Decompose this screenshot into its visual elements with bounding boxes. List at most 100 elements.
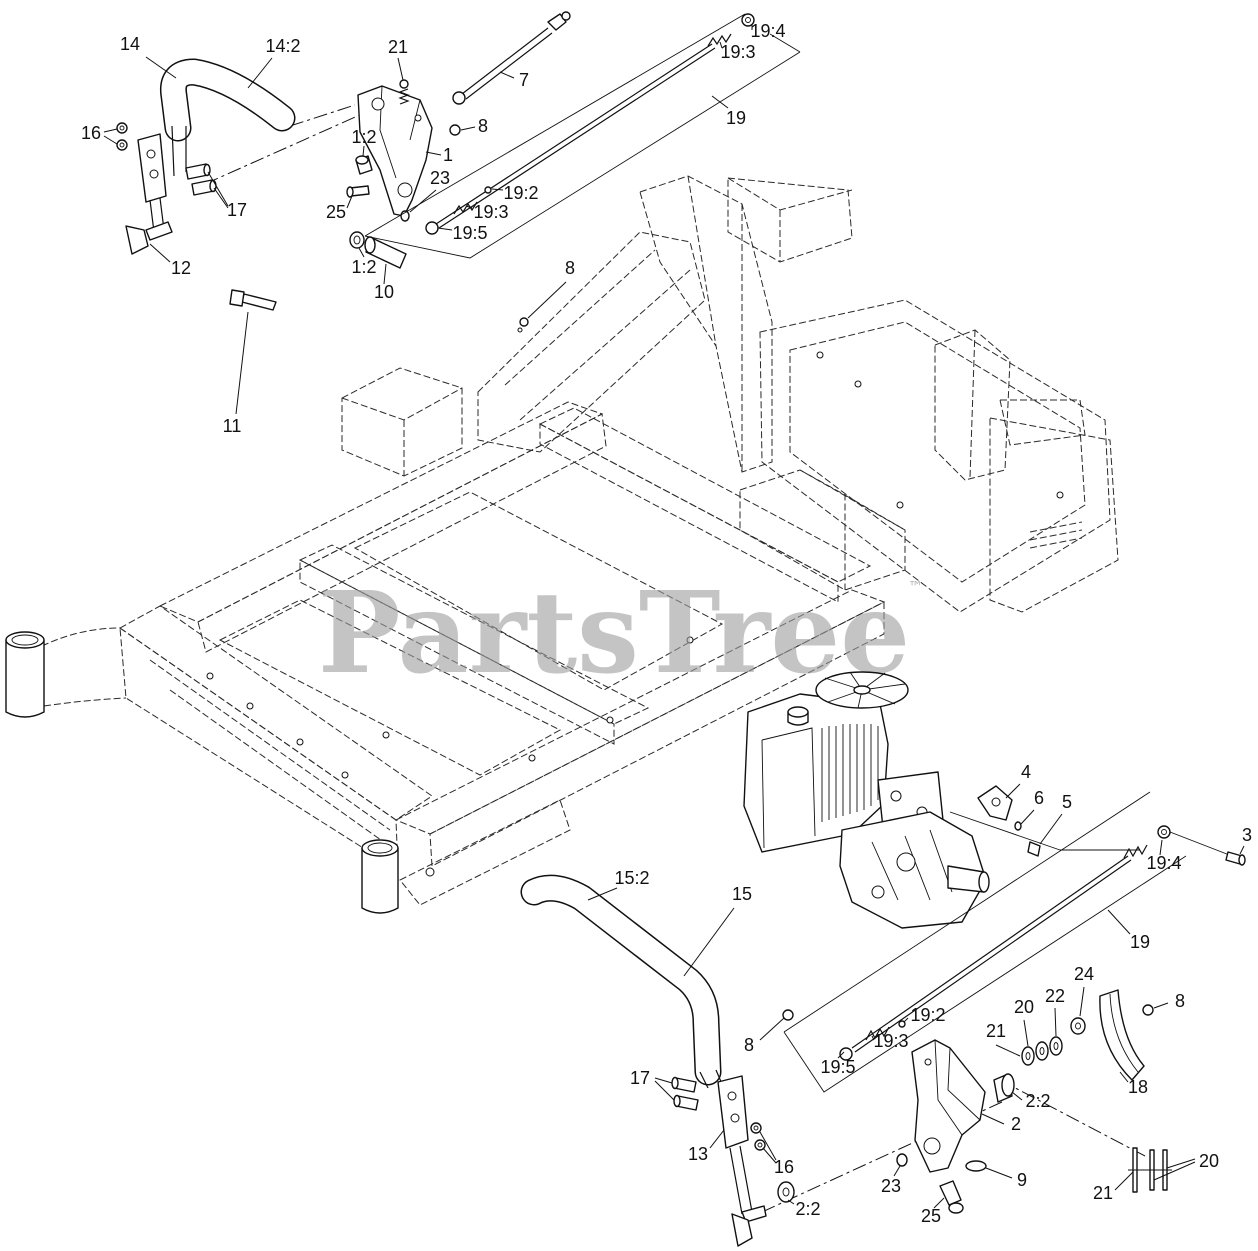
leader-line	[981, 1113, 1005, 1125]
rear-top-box	[727, 177, 853, 263]
callout-label: 20	[1014, 997, 1034, 1017]
callout-label: 14	[120, 34, 140, 54]
callout-label: 8	[1175, 991, 1185, 1011]
control-rod-7	[452, 11, 571, 105]
leader-line	[499, 71, 515, 79]
bushing	[777, 1181, 795, 1203]
center-line	[204, 113, 363, 185]
nut	[896, 1153, 908, 1167]
control-rod-19	[839, 825, 1171, 1061]
nut	[116, 139, 128, 151]
spring	[453, 201, 478, 215]
bolt-5	[1027, 841, 1041, 857]
leader-line	[683, 907, 735, 977]
leader-line	[1005, 783, 1021, 799]
leader-line	[654, 1077, 675, 1101]
callout-label: 5	[1062, 792, 1072, 812]
leader-line	[362, 145, 365, 157]
spring	[398, 79, 410, 105]
leader-line	[491, 188, 504, 191]
callout-label: 7	[519, 70, 529, 90]
leader-line	[587, 887, 618, 901]
leader-line	[1020, 809, 1035, 825]
leader-line	[903, 1017, 909, 1023]
callout-label: 17	[630, 1068, 650, 1088]
callout-label: 10	[374, 282, 394, 302]
leader-line	[759, 1131, 777, 1164]
callout-label: 24	[1074, 964, 1094, 984]
callout-label: 6	[1034, 788, 1044, 808]
chassis-frame	[41, 175, 1119, 906]
leader-line	[709, 1129, 725, 1149]
leader-line	[409, 189, 437, 213]
strap-bracket	[1099, 989, 1145, 1081]
control-rod-19	[425, 13, 755, 235]
pivot-bracket-left-assembly	[346, 79, 461, 269]
bolt	[185, 163, 211, 180]
callout-label: 19	[1130, 932, 1150, 952]
leader-line	[397, 57, 404, 81]
callout-label: 18	[1128, 1077, 1148, 1097]
nut	[519, 317, 529, 327]
bolt	[346, 185, 370, 198]
nut	[750, 1122, 762, 1134]
frame-holes	[206, 327, 1064, 877]
washer	[1049, 1036, 1063, 1056]
callout-label: 3	[1242, 825, 1252, 845]
rear-cross-member	[538, 407, 872, 583]
caster-arm-left	[41, 627, 127, 707]
callout-label: 2:2	[795, 1199, 820, 1219]
pin	[965, 1160, 987, 1172]
leader-line	[1107, 909, 1131, 935]
callout-label: 20	[1199, 1151, 1219, 1171]
rear-panel-right	[989, 417, 1119, 613]
control-lever-right-assembly	[520, 874, 1146, 1247]
callout-label: 21	[986, 1021, 1006, 1041]
hydro-transmission	[743, 671, 990, 929]
leader-line	[460, 126, 476, 131]
callout-label: 21	[1093, 1183, 1113, 1203]
bracket-4	[977, 785, 1013, 821]
leader-line	[1039, 813, 1063, 845]
bushing	[349, 231, 365, 249]
cooling-fan	[815, 671, 909, 709]
linkage-rods-left	[364, 11, 801, 259]
leader-line	[383, 263, 387, 285]
callout-label: 15	[732, 884, 752, 904]
leader-line	[1153, 1158, 1196, 1181]
callout-label: 1:2	[351, 127, 376, 147]
right-rail-top	[394, 589, 886, 835]
callout-label: 16	[81, 123, 101, 143]
spring	[707, 33, 732, 47]
left-rear-tower	[341, 367, 463, 477]
control-lever-left-assembly	[116, 58, 363, 255]
cooling-fins	[821, 724, 879, 822]
callout-label: 1:2	[351, 257, 376, 277]
bolt	[939, 1180, 964, 1214]
bolt	[671, 1076, 697, 1093]
leader-line	[1079, 986, 1085, 1017]
leader-line	[719, 41, 723, 49]
leader-line	[103, 128, 118, 145]
leader-line	[893, 1165, 901, 1177]
leader-line	[1054, 1007, 1057, 1037]
callout-label: 19	[726, 108, 746, 128]
output-shaft	[947, 865, 990, 893]
pivot-bracket	[357, 85, 433, 217]
callout-label: 4	[1021, 762, 1031, 782]
left-rail-face	[197, 413, 607, 653]
leader-line	[247, 57, 273, 89]
bolt	[673, 1094, 699, 1111]
callout-label: 8	[565, 258, 575, 278]
rear-upper-frame	[477, 231, 706, 453]
nut	[1070, 1017, 1086, 1035]
callout-label: 13	[688, 1144, 708, 1164]
callout-label: 19:4	[1146, 853, 1181, 873]
leader-line	[235, 311, 249, 415]
bushing	[355, 155, 373, 175]
callout-label: 19:4	[750, 21, 785, 41]
linkage-rods-right	[783, 785, 1246, 1093]
leader-line	[985, 1167, 1013, 1179]
washer	[1035, 1041, 1049, 1061]
